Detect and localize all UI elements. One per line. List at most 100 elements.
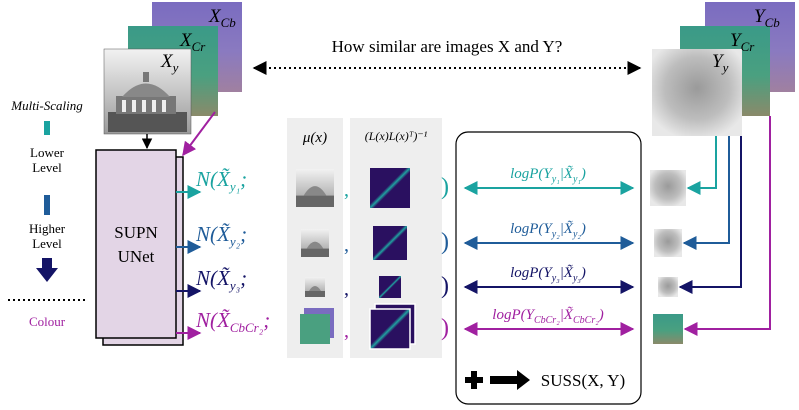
log-likelihood-given: |X̃ <box>560 265 574 281</box>
distribution-semicolon: ; <box>240 266 247 290</box>
covariance-image <box>373 226 407 260</box>
legend-higher-line2: Level <box>32 236 62 251</box>
unet-label-line1: SUPN <box>114 223 157 242</box>
covariance-matrix <box>370 168 410 208</box>
y-scale-thumbnail <box>654 229 682 257</box>
mean-thumbnail <box>296 169 334 207</box>
legend-higher-line1: Higher <box>29 221 66 236</box>
y-scale-thumbnail <box>658 277 678 297</box>
mean-thumbnail <box>305 277 325 297</box>
mean-dome-icon <box>306 241 324 249</box>
input-arrow-colour <box>182 111 216 157</box>
label-y-cb: YCb <box>754 6 780 30</box>
distribution-label: N(X̃y₂; <box>195 222 247 249</box>
log-likelihood-given: |X̃ <box>560 307 574 323</box>
mean-base <box>296 195 334 207</box>
covariance-image <box>370 168 410 208</box>
mean-base <box>305 291 325 297</box>
distribution-symbol: N(X̃ <box>195 266 231 290</box>
log-likelihood-sub-y: y₃ <box>551 273 560 284</box>
distribution-subscript: y₃ <box>228 278 240 293</box>
image-x-stack: XCb XCr Xy <box>103 2 242 135</box>
suss-result: SUSS(X, Y) <box>541 371 625 390</box>
y-downsample-line <box>678 136 742 294</box>
distribution-semicolon: ; <box>263 308 270 332</box>
log-likelihood-symbol: logP(Y <box>510 221 553 237</box>
log-likelihood-sub-x: y₁ <box>572 174 581 185</box>
distribution-semicolon: ; <box>240 167 247 191</box>
scale-row: N(X̃CbCr₂;,)logP(YCbCr₂|X̃CbCr₂) <box>176 116 771 350</box>
covariance-matrix <box>379 276 401 298</box>
unet-label-line2: UNet <box>118 247 155 266</box>
covariance-matrix <box>373 226 407 260</box>
distribution-symbol: N(X̃ <box>195 308 231 332</box>
legend-swatch-blue <box>44 195 50 215</box>
building-thumbnail-icon <box>108 72 187 132</box>
legend-lower-line1: Lower <box>30 145 65 160</box>
log-likelihood-close: ) <box>580 265 586 281</box>
label-x-y: Xy <box>160 51 179 75</box>
scale-rows: N(X̃y₁;,)logP(Yy₁|X̃y₁)N(X̃y₂;,)logP(Yy₂… <box>176 116 771 350</box>
plus-icon <box>465 371 483 389</box>
label-x-cb: XCb <box>208 6 236 30</box>
covariance-image <box>379 276 401 298</box>
log-likelihood-sub-y: y₂ <box>551 229 560 240</box>
y-downsample-line <box>686 136 717 195</box>
distribution-subscript: CbCr₂ <box>230 320 264 335</box>
log-likelihood-label: logP(Yy₃|X̃y₃) <box>510 265 586 284</box>
row-close-paren: ) <box>441 315 449 341</box>
row-close-paren: ) <box>441 174 449 200</box>
row-comma: , <box>344 320 349 342</box>
mean-cr-layer <box>300 314 330 344</box>
label-x-cr: XCr <box>179 30 206 54</box>
log-likelihood-given: |X̃ <box>560 221 574 237</box>
log-likelihood-sub-y: CbCr₂ <box>534 315 560 326</box>
label-y-cr: YCr <box>730 30 755 54</box>
distribution-symbol: N(X̃ <box>195 222 231 246</box>
row-comma: , <box>344 179 349 201</box>
log-likelihood-sub-x: y₂ <box>572 229 581 240</box>
mean-thumbnail <box>300 308 334 344</box>
covariance-image <box>369 308 411 350</box>
legend-down-arrow-icon <box>36 258 58 282</box>
distribution-label: N(X̃CbCr₂; <box>195 308 270 335</box>
mean-thumbnail <box>301 229 329 257</box>
row-close-paren: ) <box>441 273 449 299</box>
row-comma: , <box>344 234 349 256</box>
distribution-subscript: y₁ <box>228 179 240 194</box>
image-y-y-channel <box>652 49 742 136</box>
mean-dome-icon <box>309 286 321 291</box>
log-likelihood-label: logP(YCbCr₂|X̃CbCr₂) <box>492 307 603 326</box>
log-likelihood-label: logP(Yy₂|X̃y₂) <box>510 221 586 240</box>
log-likelihood-symbol: logP(Y <box>510 265 553 281</box>
mean-dome-icon <box>303 186 327 196</box>
legend-title: Multi-Scaling <box>10 98 83 113</box>
image-y-stack: YCb YCr Yy <box>652 2 795 136</box>
y-scale-thumbnail <box>653 314 683 344</box>
distribution-subscript: y₂ <box>228 234 241 249</box>
scale-legend: Multi-Scaling Lower Level Higher Level C… <box>8 98 86 329</box>
similarity-question: How similar are images X and Y? <box>332 37 563 56</box>
covariance-header: (L(x)L(x)ᵀ)⁻¹ <box>365 129 428 143</box>
log-likelihood-label: logP(Yy₁|X̃y₁) <box>510 166 586 185</box>
label-y-y: Yy <box>712 51 729 75</box>
scale-row: N(X̃y₂;,)logP(Yy₂|X̃y₂) <box>176 136 730 260</box>
covariance-matrix <box>369 303 416 350</box>
distribution-symbol: N(X̃ <box>195 167 231 191</box>
scale-row: N(X̃y₁;,)logP(Yy₁|X̃y₁) <box>176 136 717 208</box>
log-likelihood-close: ) <box>598 307 604 323</box>
scale-row: N(X̃y₃;,)logP(Yy₃|X̃y₃) <box>176 136 742 300</box>
mean-base <box>301 248 329 257</box>
log-likelihood-sub-x: y₃ <box>572 273 581 284</box>
legend-lower-line2: Level <box>32 160 62 175</box>
legend-swatch-teal <box>44 121 50 135</box>
log-likelihood-symbol: logP(Y <box>510 166 553 182</box>
distribution-semicolon: ; <box>240 222 247 246</box>
log-likelihood-box <box>455 131 642 405</box>
mean-header: μ(x) <box>302 130 327 146</box>
y-downsample-line <box>682 136 730 250</box>
log-likelihood-sub-x: CbCr₂ <box>573 315 599 326</box>
log-likelihood-given: |X̃ <box>560 166 574 182</box>
supn-unet-block: SUPN UNet <box>95 149 184 346</box>
